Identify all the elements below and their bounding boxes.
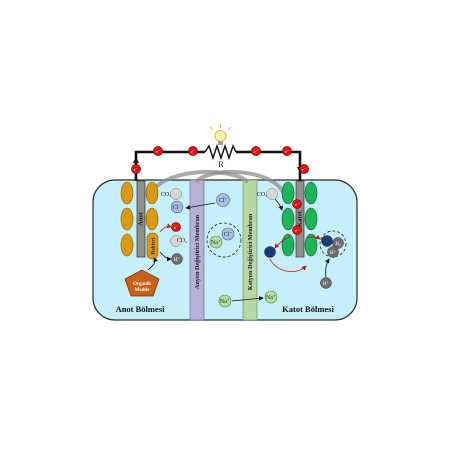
svg-text:e⁻: e⁻ (191, 149, 196, 154)
svg-text:H⁺: H⁺ (330, 250, 337, 256)
organic-matter (124, 269, 160, 297)
cathode-return-arrow (269, 258, 307, 273)
chloride-ion: Cl⁻ (170, 200, 184, 214)
svg-text:e⁻: e⁻ (285, 149, 290, 154)
organic-matter-label-line1: Organik (133, 282, 151, 287)
svg-text:Na⁺: Na⁺ (211, 240, 221, 246)
electron-marker: e⁻ (282, 146, 292, 156)
svg-text:e⁻: e⁻ (295, 202, 300, 207)
electron-marker: e⁻ (131, 164, 141, 174)
ion-flow-arc (194, 170, 287, 197)
co2-to-cathode-arrow (274, 198, 284, 211)
svg-text:Cl⁻: Cl⁻ (224, 232, 233, 238)
svg-text:e⁻: e⁻ (156, 149, 161, 154)
cation-exchange-membrane (242, 179, 258, 321)
chloride-ion: Cl⁻ (216, 193, 230, 207)
electron-cathode: e⁻ (292, 199, 302, 209)
proton-anode: H⁺ (171, 253, 183, 265)
anode-bacteria-label: Bakteri (151, 237, 157, 254)
electron-anode: e⁻ (171, 222, 181, 232)
chloride-ion: Cl⁻ (221, 227, 235, 241)
product-molecule (264, 246, 276, 258)
sodium-ion: Na⁺ (264, 290, 278, 304)
svg-text:Cl⁻: Cl⁻ (219, 198, 228, 204)
svg-text:e⁻: e⁻ (134, 167, 139, 172)
sodium-migration-arrow (231, 295, 264, 302)
svg-text:CO₂: CO₂ (161, 192, 171, 198)
svg-text:H⁺: H⁺ (323, 281, 330, 287)
cathode-electrode (295, 180, 305, 258)
chloride-migration-arrow (185, 202, 216, 210)
hydrogen-molecule (321, 235, 333, 247)
anode-electrode (136, 180, 146, 258)
svg-text:Na⁺: Na⁺ (220, 299, 230, 305)
co2-molecule: CO₂ (170, 235, 187, 247)
proton-release-arrow (159, 251, 172, 262)
cathode-reaction-arrow (274, 235, 291, 249)
electron-to-hydrogen-arrow (306, 234, 321, 240)
svg-text:H⁺: H⁺ (174, 257, 181, 263)
light-bulb-icon (209, 124, 232, 145)
electron-cathode: e⁻ (292, 225, 302, 235)
resistor (204, 143, 237, 161)
sodium-ion: Na⁺ (218, 294, 232, 308)
anode-bacteria (146, 232, 159, 260)
anode-bacteria-cluster (120, 181, 159, 257)
electron-marker: e⁻ (251, 146, 261, 156)
svg-text:Cl⁻: Cl⁻ (173, 205, 182, 211)
electron-release-arrow (159, 223, 172, 233)
svg-text:CO₂: CO₂ (257, 192, 267, 198)
svg-text:CO₂: CO₂ (177, 238, 187, 244)
hydrogen-molecule: H₂ (332, 237, 344, 249)
svg-text:e⁻: e⁻ (174, 225, 179, 230)
anode-electrode-label: Anot (138, 211, 145, 226)
electron-marker: e⁻ (299, 164, 309, 174)
electron-marker: e⁻ (188, 146, 198, 156)
cation-membrane-label: Katyon Değiştirici Membran (247, 213, 254, 290)
anion-membrane-label: Anyon Değiştirici Membran (194, 214, 201, 289)
proton-cathode: H⁺ (327, 246, 339, 258)
proton-cathode: H⁺ (320, 277, 332, 289)
cathode-electrode-label: Katot (297, 210, 304, 227)
co2-molecule: CO₂ (257, 188, 278, 200)
svg-text:H₂: H₂ (335, 242, 341, 247)
organic-to-bacteria-arrow (147, 257, 158, 271)
svg-text:e⁻: e⁻ (295, 228, 300, 233)
organic-matter-label-line2: Madde (135, 288, 151, 293)
cathode-chamber-label: Katot Bölmesi (282, 304, 334, 314)
svg-text:e⁻: e⁻ (302, 167, 307, 172)
electron-marker: e⁻ (153, 146, 163, 156)
co2-molecule: CO₂ (161, 188, 182, 200)
salt-pair-boundary (206, 222, 242, 258)
proton-to-cathode-arrow (324, 258, 330, 278)
sodium-ion: Na⁺ (209, 235, 223, 249)
svg-text:e⁻: e⁻ (254, 149, 259, 154)
resistor-label: R (218, 160, 224, 169)
anode-chamber-label: Anot Bölmesi (116, 304, 166, 314)
svg-text:Na⁺: Na⁺ (266, 295, 276, 301)
